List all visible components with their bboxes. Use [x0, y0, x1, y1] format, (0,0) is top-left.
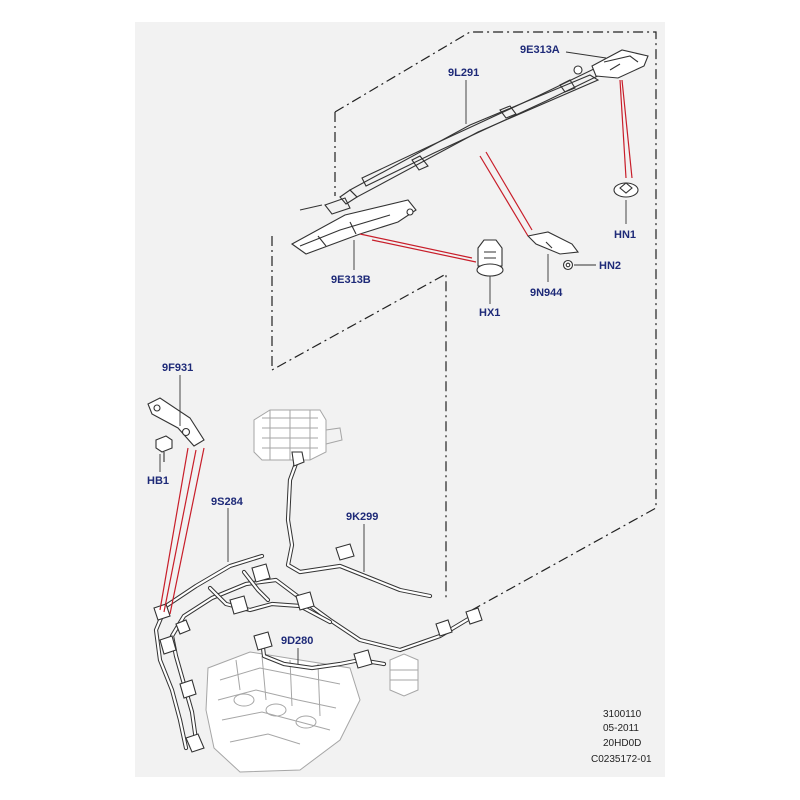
- callout-HX1: HX1: [479, 307, 500, 319]
- ghost-canister: [253, 409, 343, 461]
- callout-9S284: 9S284: [211, 496, 244, 508]
- callout-9N944: 9N944: [530, 287, 563, 299]
- ghost-valve: [389, 653, 419, 697]
- callout-9E313B: 9E313B: [331, 274, 371, 286]
- rail-assembly-9L291: [299, 65, 607, 215]
- fastener-HX1: [476, 239, 504, 277]
- callout-9E313A: 9E313A: [520, 44, 560, 56]
- fastener-HN1: [613, 182, 639, 198]
- assembly-boundary: [334, 31, 657, 611]
- callout-9K299: 9K299: [346, 511, 378, 523]
- meta-line-3: 20HD0D: [603, 738, 641, 749]
- meta-line-2: 05-2011: [603, 723, 639, 734]
- assembly-boundary-lower: [271, 236, 447, 598]
- meta-line-1: 3100110: [603, 709, 642, 720]
- callout-9F931: 9F931: [162, 362, 193, 374]
- leader-lines: [159, 51, 627, 664]
- bracket-9E313B: [290, 199, 417, 255]
- fastener-HN2: [562, 259, 574, 271]
- callout-9D280: 9D280: [281, 635, 313, 647]
- reference-lines: [159, 79, 633, 615]
- callout-9L291: 9L291: [448, 67, 479, 79]
- bolt-HB1: [155, 435, 173, 462]
- meta-line-4: C0235172-01: [591, 754, 652, 765]
- bracket-9F931: [147, 397, 205, 447]
- ghost-intake-manifold: [205, 651, 361, 773]
- bracket-9E313A: [591, 49, 649, 79]
- callout-HN2: HN2: [599, 260, 621, 272]
- callout-HN1: HN1: [614, 229, 636, 241]
- hose-9K299: [285, 451, 433, 599]
- tube-9D280: [253, 631, 387, 671]
- callout-HB1: HB1: [147, 475, 169, 487]
- hose-assembly-9S284: [153, 553, 483, 753]
- clip-9N944: [526, 231, 580, 255]
